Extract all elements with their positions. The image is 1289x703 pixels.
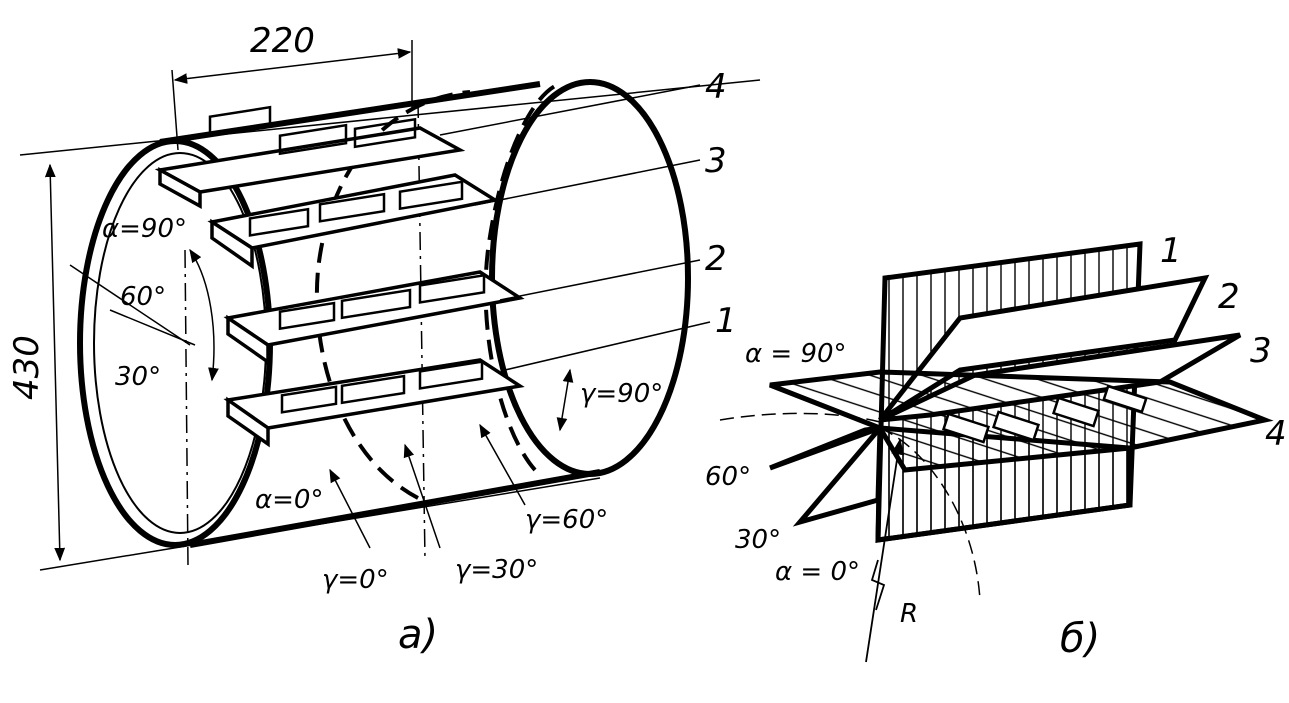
leader-board-2	[499, 259, 701, 301]
plane-label-3: 3	[1250, 331, 1272, 371]
cylinder-back-face	[489, 79, 691, 477]
plane-1-front	[875, 425, 1133, 543]
angle-60-label-a: 60°	[120, 282, 166, 312]
board-label-4: 4	[705, 67, 727, 107]
cylinder-bottom-edge	[189, 469, 601, 548]
board-4	[154, 105, 466, 209]
board-label-1: 1	[715, 301, 737, 341]
board-label-3: 3	[705, 141, 727, 181]
gamma-leader-0	[329, 468, 371, 549]
figure-b-guides	[719, 412, 981, 663]
dim-width-label: 220	[250, 21, 315, 61]
gamma-leader-60	[479, 423, 526, 506]
figure-a-cylinder	[19, 40, 761, 571]
gamma-leader-90	[556, 368, 574, 432]
axis-vertical-front	[184, 249, 189, 566]
dim-ext-line-bottom	[39, 477, 601, 571]
leader-board-1	[504, 321, 711, 371]
dash-arc-left	[719, 412, 881, 423]
board-label-2: 2	[705, 239, 727, 279]
gamma-0-label: γ=0°	[322, 565, 389, 595]
alpha-0-label-a: α=0°	[255, 485, 323, 515]
gamma-30-label: γ=30°	[455, 555, 538, 585]
angle-arc-alpha	[189, 248, 219, 382]
plane-label-1: 1	[1160, 231, 1182, 271]
dash-arc-right	[879, 427, 981, 601]
cylinder-middle-dashed	[314, 90, 471, 500]
dim-diameter-line	[44, 163, 66, 562]
alpha-90-label-a: α=90°	[102, 214, 187, 244]
plane-label-2: 2	[1218, 277, 1240, 317]
leader-board-4	[439, 84, 701, 136]
angle-line-30	[109, 309, 196, 346]
leader-board-3	[474, 159, 701, 206]
angle-60-label-b: 60°	[705, 462, 751, 492]
plane-label-4: 4	[1265, 414, 1287, 454]
radius-label: R	[900, 599, 918, 629]
gamma-90-label: γ=90°	[580, 379, 663, 409]
angle-30-label-b: 30°	[735, 525, 781, 555]
radius-break	[870, 559, 886, 611]
angle-line-60	[69, 264, 191, 346]
plane-60-ext	[769, 425, 881, 471]
angle-30-label-a: 30°	[115, 362, 161, 392]
caption-a: a)	[398, 612, 438, 658]
gamma-60-label: γ=60°	[525, 505, 608, 535]
dim-ext-line-top	[19, 79, 761, 156]
alpha-90-label-b: α = 90°	[745, 339, 847, 369]
alpha-0-label-b: α = 0°	[775, 557, 860, 587]
board-1	[223, 358, 525, 448]
caption-b: б)	[1060, 616, 1100, 662]
board-2	[223, 270, 525, 366]
gamma-leader-30	[403, 443, 441, 549]
plane-30-ext	[792, 420, 883, 527]
axis-vertical-mid	[417, 99, 426, 561]
board-3	[207, 173, 500, 270]
figure-b-planes	[769, 241, 1274, 543]
dim-diameter-label: 430	[7, 335, 47, 400]
dim-ext-left	[171, 69, 179, 151]
dim-width-line	[173, 48, 412, 84]
radius-arrow	[865, 438, 905, 663]
cylinder-back-dashed	[483, 84, 557, 472]
